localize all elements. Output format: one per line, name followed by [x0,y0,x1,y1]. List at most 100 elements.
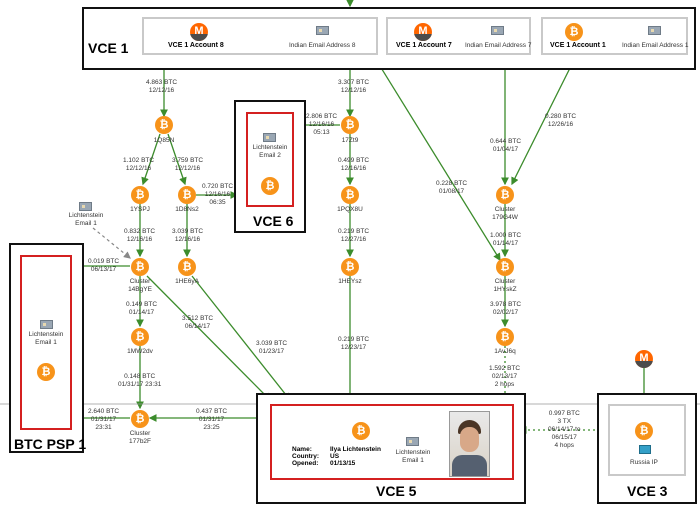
node-label-1d8ns2: 1D8Ns2 [175,206,199,213]
node-label-1hyskz: Cluster 1HYskZ [493,278,517,293]
edge-label: 1.102 BTC 12/12/16 [123,157,155,172]
edge-label: 3.039 BTC 12/16/16 [172,228,204,243]
photo-face [460,427,479,452]
name-label: Name: [292,446,312,453]
node-label-1avj6q: 1AvJ6q [494,348,516,355]
edge-1q85n-1d8 [167,133,187,186]
bitcoin-icon: ₿ [565,23,583,41]
bitcoin-icon: ₿ [635,422,653,440]
account-8-name: VCE 1 Account 8 [168,42,224,49]
edge-label: 0.997 BTC 3 TX 06/14/17 to 06/15/17 4 ho… [548,410,581,449]
account-7-name: VCE 1 Account 7 [396,42,452,49]
account-8-email: Indian Email Address 8 [289,42,356,49]
node-label-1mw2dv: 1MW2dv [127,348,153,355]
photo-shirt [452,455,487,476]
email-icon [406,437,419,446]
bitcoin-icon: ₿ [37,363,55,381]
bitcoin-node-1q85n[interactable]: ₿ [155,116,173,134]
email-icon [40,320,53,329]
user-photo [449,411,490,477]
edge-cl-vce5 [146,275,271,401]
edge-label: 0.644 BTC 01/04/17 [490,138,522,153]
email-icon [648,26,661,35]
edge-label: 0.437 BTC 01/31/17 23:25 [196,408,228,431]
node-label-14bgye: Cluster 14BgYE [128,278,152,293]
node-label-1ysp: 1YSPJ [130,206,150,213]
edge-label: 0.219 BTC 12/27/16 [338,228,370,243]
bitcoin-node-14bgye[interactable]: ₿ [131,258,149,276]
edge-label: 0.019 BTC 06/13/17 [88,258,120,273]
node-label-179g4w: Cluster 179G4W [492,206,518,221]
bitcoin-node-1hyskz[interactable]: ₿ [496,258,514,276]
bitcoin-node-1avj6q[interactable]: ₿ [496,328,514,346]
node-label-1pqx8u: 1PQX8U [337,206,363,213]
bitcoin-node-1mw2dv[interactable]: ₿ [131,328,149,346]
account-1-name: VCE 1 Account 1 [550,42,606,49]
edge-label: 2.806 BTC 12/16/16 05:13 [306,113,338,136]
edge-label: 3.307 BTC 12/12/16 [338,79,370,94]
btc-psp1-title: BTC PSP 1 [14,436,87,452]
node-label-1he6ya: 1HE6yA [175,278,199,285]
floating-email: Lichtenstein Email 1 [68,212,104,227]
edge-label: 1.000 BTC 01/14/17 [490,232,522,247]
edge-1q85n-1ysp [141,133,161,186]
bitcoin-icon: ₿ [352,422,370,440]
email-icon [263,133,276,142]
vce3-caption: Russia IP [630,459,658,466]
edge-label: 3.039 BTC 01/23/17 [256,340,288,355]
edge-label: 3.512 BTC 06/14/17 [182,315,214,330]
edge-email-cluster [92,227,131,259]
edge-label: 2.640 BTC 01/31/17 23:31 [88,408,120,431]
edge-label: 3.759 BTC 12/12/16 [172,157,204,172]
edge-long-1hyskz [374,57,501,262]
country-label: Country: [292,453,320,460]
bitcoin-node-1he6ya[interactable]: ₿ [178,258,196,276]
name-value: Ilya Lichtenstein [330,446,381,453]
monero-icon [190,23,208,41]
bitcoin-node-1pqx8u[interactable]: ₿ [341,186,359,204]
bitcoin-icon: ₿ [261,177,279,195]
vce3-inner [608,404,686,476]
vce3-title: VCE 3 [627,483,668,499]
vce5-email: Lichtenstein Email 1 [395,449,431,464]
country-value: US [330,453,340,460]
bitcoin-node-1ysp[interactable]: ₿ [131,186,149,204]
email-icon [491,26,504,35]
bitcoin-node-1d8ns2[interactable]: ₿ [178,186,196,204]
bitcoin-node-179g4w[interactable]: ₿ [496,186,514,204]
edge-label: 1.592 BTC 02/13/17 2 hops [489,365,521,388]
vce6-title: VCE 6 [253,213,294,229]
bitcoin-node-1heysz[interactable]: ₿ [341,258,359,276]
edge-label: 0.720 BTC 12/16/16 06:35 [202,183,234,206]
node-label-1q85n: 1Q85N [153,137,175,144]
opened-value: 01/13/15 [330,460,356,467]
opened-label: Opened: [292,460,319,467]
edge-label: 0.228 BTC 01/08/17 [436,180,468,195]
account-7-email: Indian Email Address 7 [465,42,532,49]
edge-label: 3.978 BTC 02/02/17 [490,301,522,316]
vce6-email: Lichtenstein Email 2 [252,144,288,159]
node-label-1heysz: 1HEYsz [338,278,362,285]
vce1-title: VCE 1 [88,40,129,56]
account-1-email: Indian Email Address 1 [622,42,689,49]
node-label-177b2f: Cluster 177b2F [128,430,152,445]
monero-icon [635,350,653,368]
edge-label: 0.149 BTC 01/14/17 [126,301,158,316]
bitcoin-node-177b2f[interactable]: ₿ [131,410,149,428]
email-icon [316,26,329,35]
account-7-card[interactable] [386,17,531,55]
email-icon [79,202,92,211]
edge-label: 0.832 BTC 12/16/16 [124,228,156,243]
monero-icon [414,23,432,41]
vce5-title: VCE 5 [376,483,417,499]
node-label-17zt9: 17Zt9 [341,137,359,144]
edge-1he-vce5 [191,275,291,402]
psp-email: Lichtenstein Email 1 [28,331,64,346]
edge-label: 0.148 BTC 01/31/17 23:31 [118,373,162,388]
bitcoin-node-17zt9[interactable]: ₿ [341,116,359,134]
russia-ip-icon [639,445,651,454]
account-8-card[interactable] [142,17,378,55]
edge-label: 4.863 BTC 12/12/16 [146,79,178,94]
edge-acc1-179g4w [511,57,576,186]
edge-label: 0.499 BTC 12/16/16 [338,157,370,172]
